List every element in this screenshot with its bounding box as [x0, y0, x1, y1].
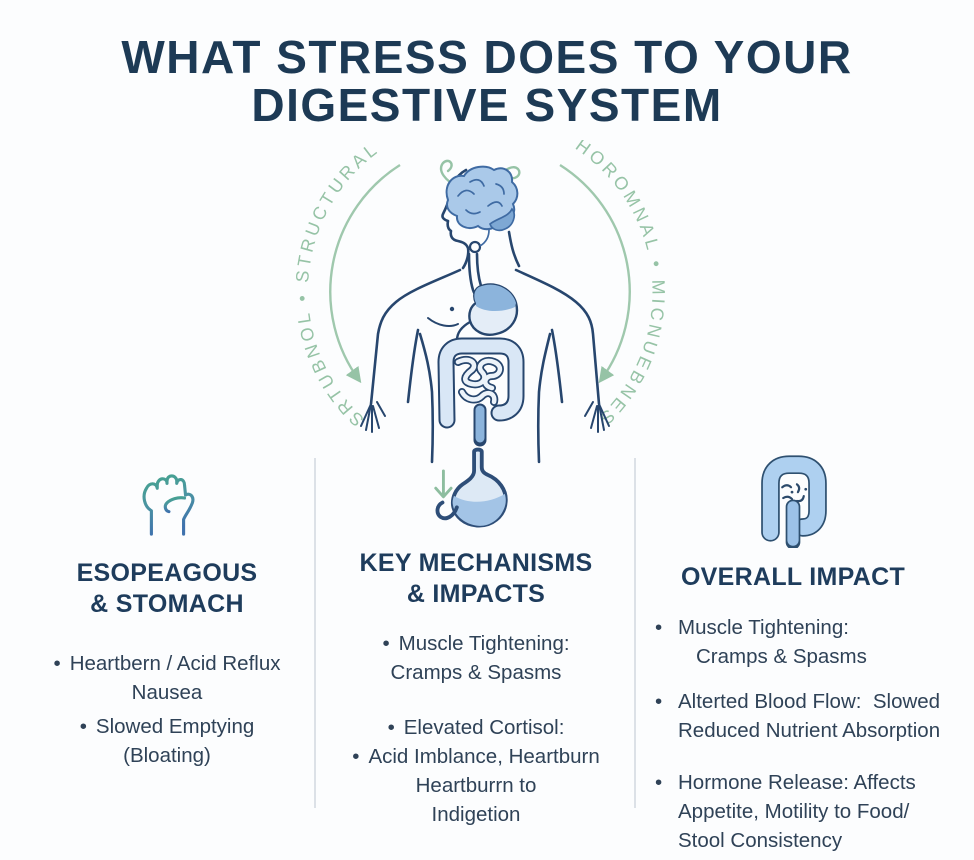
- throat-circle: [468, 240, 482, 254]
- page-title: WHAT STRESS DOES TO YOUR DIGESTIVE SYSTE…: [0, 33, 974, 130]
- bullet-item: •Muscle Tightening: Cramps & Spasms: [382, 632, 570, 684]
- arc-text-left: SRTUBNOL • STRUCTURAL: [292, 140, 379, 430]
- arc-arrow-left: [329, 163, 401, 384]
- column-esophagus-stomach: ESOPEAGOUS & STOMACH •Heartbern / Acid R…: [26, 456, 308, 775]
- bullet-marker: •: [53, 652, 61, 675]
- column-divider-left: [314, 458, 316, 808]
- bullet-marker: •: [382, 632, 390, 655]
- bullet-item: •Acid Imblance, Heartburn Heartburrn to …: [352, 745, 600, 826]
- bullet-marker: •: [387, 716, 395, 739]
- column-heading: ESOPEAGOUS & STOMACH: [76, 559, 258, 618]
- bullet-item: •Elevated Cortisol:: [387, 716, 565, 739]
- body-outline: [360, 168, 610, 464]
- bullet-marker: •: [79, 715, 87, 738]
- bullet-item: •Alterted Blood Flow: Slowed Reduced Nut…: [642, 687, 964, 745]
- page-title-line1: WHAT STRESS DOES TO YOUR: [121, 31, 853, 83]
- bullet-item: •Hormone Release: Affects Appetite, Moti…: [642, 768, 964, 855]
- column-heading: KEY MECHANISMS & IMPACTS: [359, 549, 593, 608]
- bullet-marker: •: [352, 745, 360, 768]
- arc-text-right: HOROMNAL • MICNUEBNES: [572, 140, 665, 431]
- central-figure-illustration: SRTUBNOL • STRUCTURAL HOROMNAL • MICNUEB…: [292, 140, 669, 464]
- arc-arrow-right: [559, 163, 631, 384]
- bullet-item: •Muscle Tightening: Cramps & Spasms: [642, 613, 964, 671]
- bullet-marker: •: [655, 615, 663, 639]
- column-key-mechanisms: KEY MECHANISMS & IMPACTS •Muscle Tighten…: [330, 444, 622, 829]
- down-arrow-icon: [434, 469, 453, 499]
- steam-squiggle-left-icon: [439, 159, 459, 188]
- svg-text:SRTUBNOL • STRUCTURAL: SRTUBNOL • STRUCTURAL: [292, 140, 383, 430]
- column-overall-impact: OVERALL IMPACT •Muscle Tightening: Cramp…: [642, 452, 964, 855]
- bullet-marker: •: [655, 689, 663, 713]
- intestine-icon: [761, 455, 827, 548]
- column-divider-right: [634, 458, 636, 808]
- fist-icon: [142, 474, 195, 536]
- bullet-marker: •: [655, 770, 663, 794]
- stomach-illustration: [455, 283, 519, 341]
- stomach-icon: [434, 447, 508, 528]
- svg-text:HOROMNAL • MICNUEBNES: HOROMNAL • MICNUEBNES: [572, 140, 669, 431]
- column-heading: OVERALL IMPACT: [680, 563, 906, 591]
- brain-illustration: [445, 165, 519, 247]
- intestines-illustration: [437, 337, 525, 447]
- bullet-item: •Heartbern / Acid Reflux Nausea: [53, 652, 281, 704]
- page-title-line2: DIGESTIVE SYSTEM: [251, 79, 723, 132]
- bullet-item: •Slowed Emptying (Bloating): [79, 715, 255, 767]
